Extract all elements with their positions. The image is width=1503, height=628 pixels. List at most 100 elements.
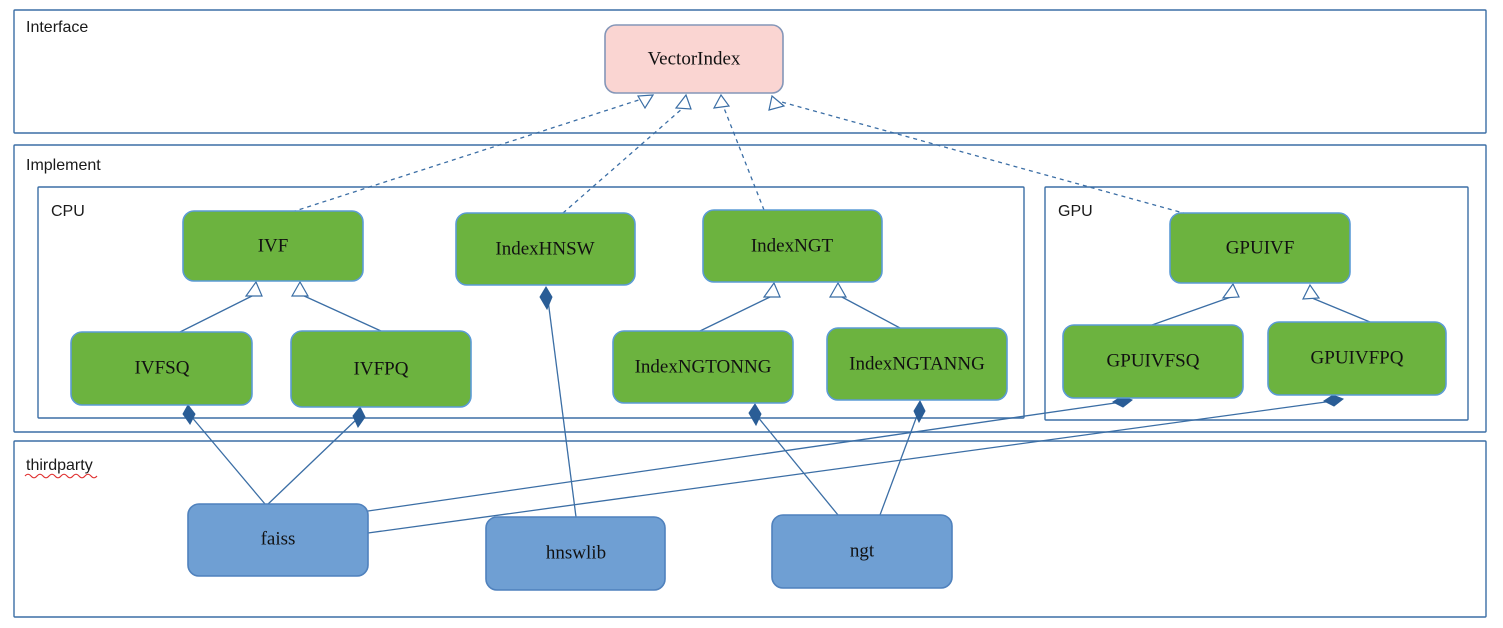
group-interface-label: Interface (26, 19, 88, 36)
edge-ivfsq-to-ivf (179, 280, 263, 333)
arrow-diamond (352, 406, 366, 429)
edge-line (1151, 296, 1232, 326)
edge-line (265, 417, 359, 507)
edge-ivfpq-to-ivf (290, 280, 382, 332)
node-gpuivfpq-label: GPUIVFPQ (1311, 347, 1404, 368)
node-faiss-label: faiss (261, 528, 296, 549)
node-ivfsq-rect[interactable] (70, 331, 253, 406)
node-gpuivfpq[interactable]: GPUIVFPQ (1267, 321, 1447, 396)
edge-faiss-to-gpuivfpq (367, 394, 1344, 534)
node-gpuivfsq[interactable]: GPUIVFSQ (1062, 324, 1244, 399)
arrow-hollow-triangle (762, 281, 781, 298)
node-indexhnsw-rect[interactable] (455, 212, 636, 286)
group-implement: Implement (13, 144, 1487, 433)
arrow-diamond (913, 399, 926, 424)
node-ivf-rect[interactable] (182, 210, 364, 282)
node-ivfsq[interactable]: IVFSQ (70, 331, 253, 406)
node-gpuivfsq-rect[interactable] (1062, 324, 1244, 399)
node-indexngtanng[interactable]: IndexNGTANNG (826, 327, 1008, 401)
group-interface: Interface (13, 9, 1487, 134)
node-gpuivf[interactable]: GPUIVF (1169, 212, 1351, 284)
node-ngt-rect[interactable] (771, 514, 953, 589)
arrow-hollow-triangle (290, 280, 310, 297)
node-layer: VectorIndex IVF IndexHNSW IndexNGT GPUIV… (70, 24, 1447, 591)
group-cpu-rect (37, 186, 1025, 419)
edge-ivf-to-vectorindex (291, 94, 655, 213)
edge-line (547, 299, 577, 518)
edge-line (756, 415, 839, 516)
group-gpu-rect (1044, 186, 1469, 421)
node-ivfpq-rect[interactable] (290, 330, 472, 408)
edge-line (189, 414, 266, 505)
node-ngt-label: ngt (850, 540, 875, 561)
node-indexngtonng-rect[interactable] (612, 330, 794, 404)
edge-line (562, 107, 684, 214)
arrow-hollow-triangle (674, 93, 692, 110)
node-indexhnsw-label: IndexHNSW (495, 238, 594, 259)
node-gpuivfsq-label: GPUIVFSQ (1107, 350, 1200, 371)
group-thirdparty: thirdparty (13, 440, 1487, 618)
arrow-hollow-triangle (828, 281, 848, 298)
edge-indexngtanng-to-indexngt (828, 281, 901, 329)
group-gpu: GPU (1044, 186, 1469, 421)
node-gpuivf-rect[interactable] (1169, 212, 1351, 284)
node-faiss[interactable]: faiss (187, 503, 369, 577)
edge-ngt-to-indexngtonng (748, 403, 839, 516)
edge-gpuivf-to-vectorindex (768, 94, 1188, 215)
edge-indexhnsw-to-vectorindex (562, 93, 692, 214)
node-indexngt-rect[interactable] (702, 209, 883, 283)
arrow-hollow-triangle (1221, 282, 1240, 299)
arrow-hollow-triangle (244, 280, 263, 297)
node-ivf[interactable]: IVF (182, 210, 364, 282)
arrow-diamond (748, 403, 762, 427)
node-ngt[interactable]: ngt (771, 514, 953, 589)
node-hnswlib[interactable]: hnswlib (485, 516, 666, 591)
edge-hnswlib-to-indexhnsw (539, 286, 577, 518)
edge-line (777, 100, 1188, 215)
group-cpu: CPU (37, 186, 1025, 419)
edge-line (839, 295, 901, 329)
edge-gpuivfpq-to-gpuivf (1301, 283, 1371, 323)
edge-indexngtonng-to-indexngt (699, 281, 781, 332)
node-gpuivfpq-rect[interactable] (1267, 321, 1447, 396)
node-ivfpq[interactable]: IVFPQ (290, 330, 472, 408)
node-hnswlib-rect[interactable] (485, 516, 666, 591)
arrow-hollow-triangle (712, 93, 731, 109)
edge-faiss-to-ivfpq (265, 406, 366, 507)
edge-indexngt-to-vectorindex (712, 93, 765, 211)
edge-layer (179, 93, 1371, 534)
node-indexngtonng[interactable]: IndexNGTONNG (612, 330, 794, 404)
group-gpu-label: GPU (1058, 203, 1093, 220)
edge-line (1311, 297, 1371, 323)
node-indexngtanng-label: IndexNGTANNG (849, 353, 985, 374)
edge-line (291, 96, 649, 213)
node-ivfsq-label: IVFSQ (135, 357, 190, 378)
group-thirdparty-rect (13, 440, 1487, 618)
group-cpu-label: CPU (51, 203, 85, 220)
node-vectorindex-label: VectorIndex (648, 48, 741, 69)
arrow-hollow-triangle (636, 94, 655, 110)
node-vectorindex-rect[interactable] (604, 24, 784, 94)
node-indexngt-label: IndexNGT (751, 235, 834, 256)
edge-faiss-to-ivfsq (182, 404, 266, 505)
node-faiss-rect[interactable] (187, 503, 369, 577)
arrow-hollow-triangle (1301, 283, 1321, 300)
edge-line (879, 412, 919, 516)
edge-line (179, 294, 255, 333)
edge-line (699, 295, 773, 332)
node-vectorindex[interactable]: VectorIndex (604, 24, 784, 94)
group-interface-rect (13, 9, 1487, 134)
arrow-diamond (1323, 394, 1344, 407)
arrow-diamond (539, 286, 553, 311)
edge-ngt-to-indexngtanng (879, 399, 926, 516)
node-indexhnsw[interactable]: IndexHNSW (455, 212, 636, 286)
node-indexngt[interactable]: IndexNGT (702, 209, 883, 283)
edge-line (367, 400, 1334, 534)
edge-line (301, 294, 382, 332)
node-gpuivf-label: GPUIVF (1226, 237, 1295, 258)
arrow-hollow-triangle (768, 94, 786, 111)
edge-line (723, 107, 765, 211)
node-indexngtanng-rect[interactable] (826, 327, 1008, 401)
group-implement-label: Implement (26, 157, 101, 174)
